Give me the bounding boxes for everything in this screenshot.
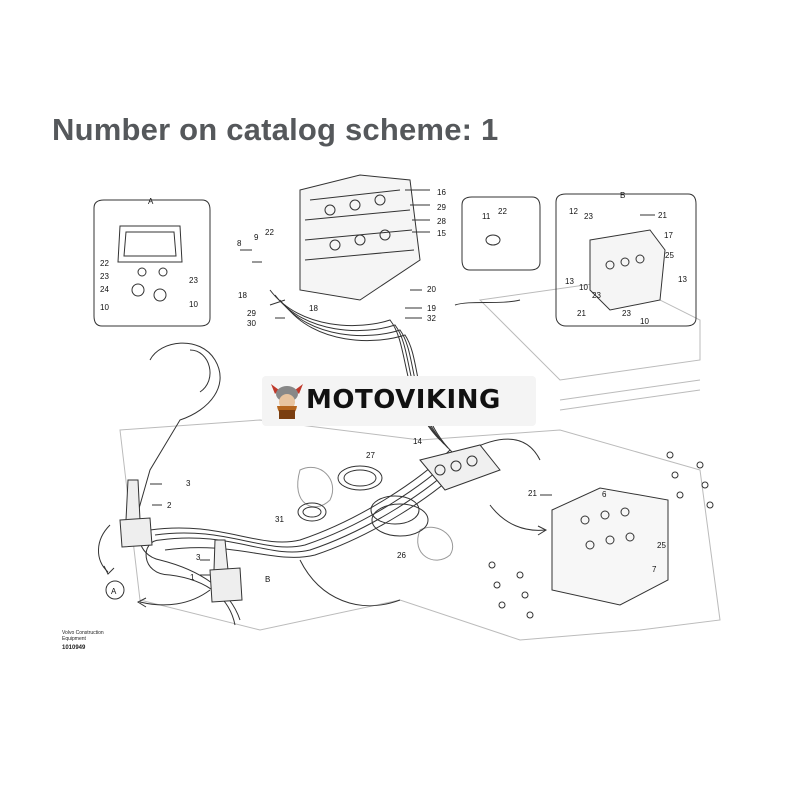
callout-7: 7 (652, 565, 657, 574)
callout-19: 19 (427, 304, 436, 313)
caption-line-2: Equipment (62, 636, 86, 642)
figure-caption: Volvo Construction Equipment 1010949 (62, 630, 104, 651)
callout-6: 6 (602, 490, 607, 499)
callout-28: 28 (437, 217, 446, 226)
callout-24: 24 (100, 285, 109, 294)
callout-10d: 10 (189, 300, 198, 309)
callout-15: 15 (437, 229, 446, 238)
callout-27: 27 (366, 451, 375, 460)
circled-a-label: A (111, 587, 117, 596)
callout-32: 32 (427, 314, 436, 323)
callout-18: 18 (238, 291, 247, 300)
callout-20: 20 (427, 285, 436, 294)
callout-10: 10 (579, 283, 588, 292)
callout-21: 21 (658, 211, 667, 220)
callout-25: 25 (665, 251, 674, 260)
callout-12: 12 (569, 207, 578, 216)
callout-31: 31 (275, 515, 284, 524)
callout-8: 8 (237, 239, 242, 248)
callout-26: 26 (397, 551, 406, 560)
figure-code: 1010949 (62, 645, 86, 651)
callout-21b: 21 (577, 309, 586, 318)
callout-22: 22 (265, 228, 274, 237)
brand-logo: MOTOVIKING (262, 376, 536, 426)
callout-23b: 23 (592, 291, 601, 300)
callout-22c: 22 (100, 259, 109, 268)
callout-5: 25 (657, 541, 666, 550)
callout-2: 2 (167, 501, 172, 510)
callout-23d: 23 (100, 272, 109, 281)
viking-mascot-icon (271, 384, 303, 419)
callout-29: 29 (247, 309, 256, 318)
callout-16: 16 (437, 188, 446, 197)
b-marker-label: B (265, 575, 270, 584)
callout-3: 3 (186, 479, 191, 488)
callout-17: 17 (664, 231, 673, 240)
callout-23e: 23 (189, 276, 198, 285)
callout-22b: 22 (498, 207, 507, 216)
callout-29b: 29 (437, 203, 446, 212)
callout-23: 23 (584, 212, 593, 221)
caption-line-1: Volvo Construction (62, 630, 104, 636)
callout-1: 1 (190, 573, 195, 582)
detail-a-label: A (148, 197, 154, 206)
callout-14: 14 (413, 437, 422, 446)
callout-10c: 10 (100, 303, 109, 312)
callout-18b: 18 (309, 304, 318, 313)
callout-3b: 3 (196, 553, 201, 562)
callout-10b: 10 (640, 317, 649, 326)
callout-21c: 21 (528, 489, 537, 498)
detail-b-label: B (620, 191, 625, 200)
callout-23c: 23 (622, 309, 631, 318)
page-title: Number on catalog scheme: 1 (52, 112, 499, 147)
callout-9: 9 (254, 233, 259, 242)
callout-13b: 13 (565, 277, 574, 286)
callout-13: 13 (678, 275, 687, 284)
callout-30: 30 (247, 319, 256, 328)
callout-11: 11 (482, 212, 491, 221)
logo-text: MOTOVIKING (306, 385, 501, 415)
